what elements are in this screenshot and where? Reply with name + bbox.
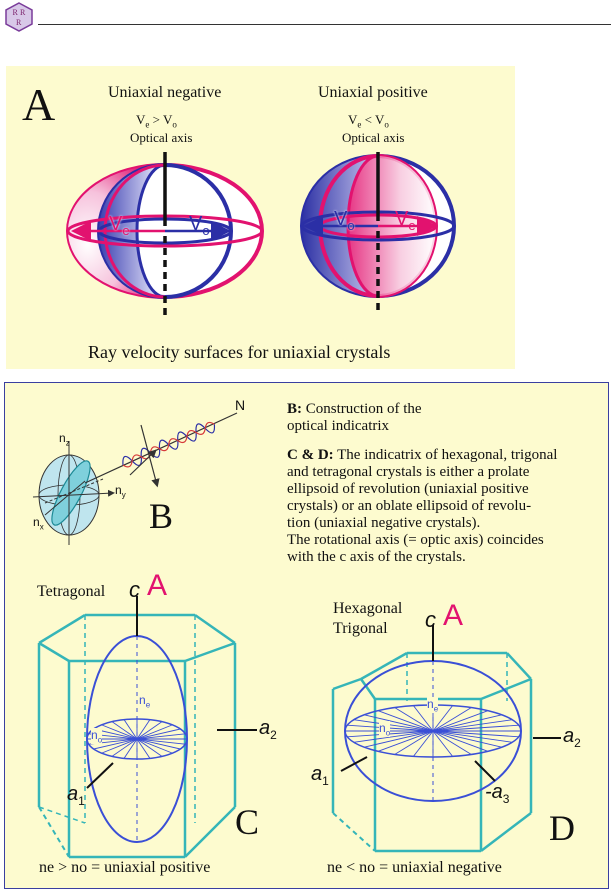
tetragonal-label: Tetragonal xyxy=(37,583,106,600)
logo-letter-1: R xyxy=(13,8,19,17)
section-spoke xyxy=(347,724,519,738)
indicatrix-construction-diagram xyxy=(32,412,238,545)
right-relation: Ve < Vo xyxy=(348,112,389,130)
c-axis-label-c: c xyxy=(129,577,140,602)
uniaxial-positive-surface xyxy=(300,152,456,312)
panel-a-letter: A xyxy=(22,79,56,130)
a1-label-c: a1 xyxy=(67,783,85,808)
right-axis-label: Optical axis xyxy=(342,130,405,145)
ny-label: ny xyxy=(115,483,126,500)
left-axis-label: Optical axis xyxy=(130,130,193,145)
ne-label-c: ne xyxy=(139,693,151,710)
nx-label: nx xyxy=(33,515,44,532)
no-label-c: no xyxy=(91,728,103,745)
panel-a-caption: Ray velocity surfaces for uniaxial cryst… xyxy=(88,342,391,362)
header-rule xyxy=(38,24,611,25)
left-vo-label: Vo xyxy=(189,213,210,238)
ne-label-d: ne xyxy=(427,697,439,714)
left-relation: Ve > Vo xyxy=(136,112,177,130)
panel-c-caption: ne > no = uniaxial positive xyxy=(39,859,211,876)
nz-label: nz xyxy=(59,431,70,448)
logo-letter-3: R xyxy=(16,18,22,27)
section-spoke xyxy=(88,733,186,745)
c-axis-label-d: c xyxy=(425,607,436,632)
cd-description: C & D: The indicatrix of hexagonal, trig… xyxy=(287,447,558,565)
panel-b-letter: B xyxy=(149,496,174,536)
wave-normal-label: N xyxy=(235,397,246,413)
tetragonal-section-spokes xyxy=(87,719,187,759)
logo-icon: R R R xyxy=(5,2,33,32)
a2-label-d: a2 xyxy=(563,725,581,750)
a1-label-d: a1 xyxy=(311,763,329,788)
right-title: Uniaxial positive xyxy=(318,84,428,101)
panel-d-letter: D xyxy=(549,808,575,848)
panel-d-caption: ne < no = uniaxial negative xyxy=(327,859,502,876)
a3-label-d: -a3 xyxy=(485,781,510,806)
uniaxial-negative-surface xyxy=(66,152,264,316)
optic-axis-label-c: A xyxy=(147,569,168,602)
hexagonal-prism-diagram xyxy=(331,625,561,853)
panel-a-ray-velocity: A Uniaxial negative Ve > Vo Optical axis… xyxy=(6,66,515,369)
optic-axis-label-d: A xyxy=(443,599,464,632)
hexagonal-section-spokes xyxy=(345,705,521,757)
a2-label-c: a2 xyxy=(259,717,277,742)
panel-c-letter: C xyxy=(235,802,260,842)
no-label-d: no xyxy=(379,721,391,738)
logo-letter-2: R xyxy=(20,8,26,17)
left-title: Uniaxial negative xyxy=(108,84,222,101)
left-ve-label: Ve xyxy=(109,213,130,238)
right-vo-label: Vo xyxy=(334,208,355,233)
right-ve-label: Ve xyxy=(395,208,416,233)
tetragonal-prism-diagram xyxy=(37,596,257,859)
